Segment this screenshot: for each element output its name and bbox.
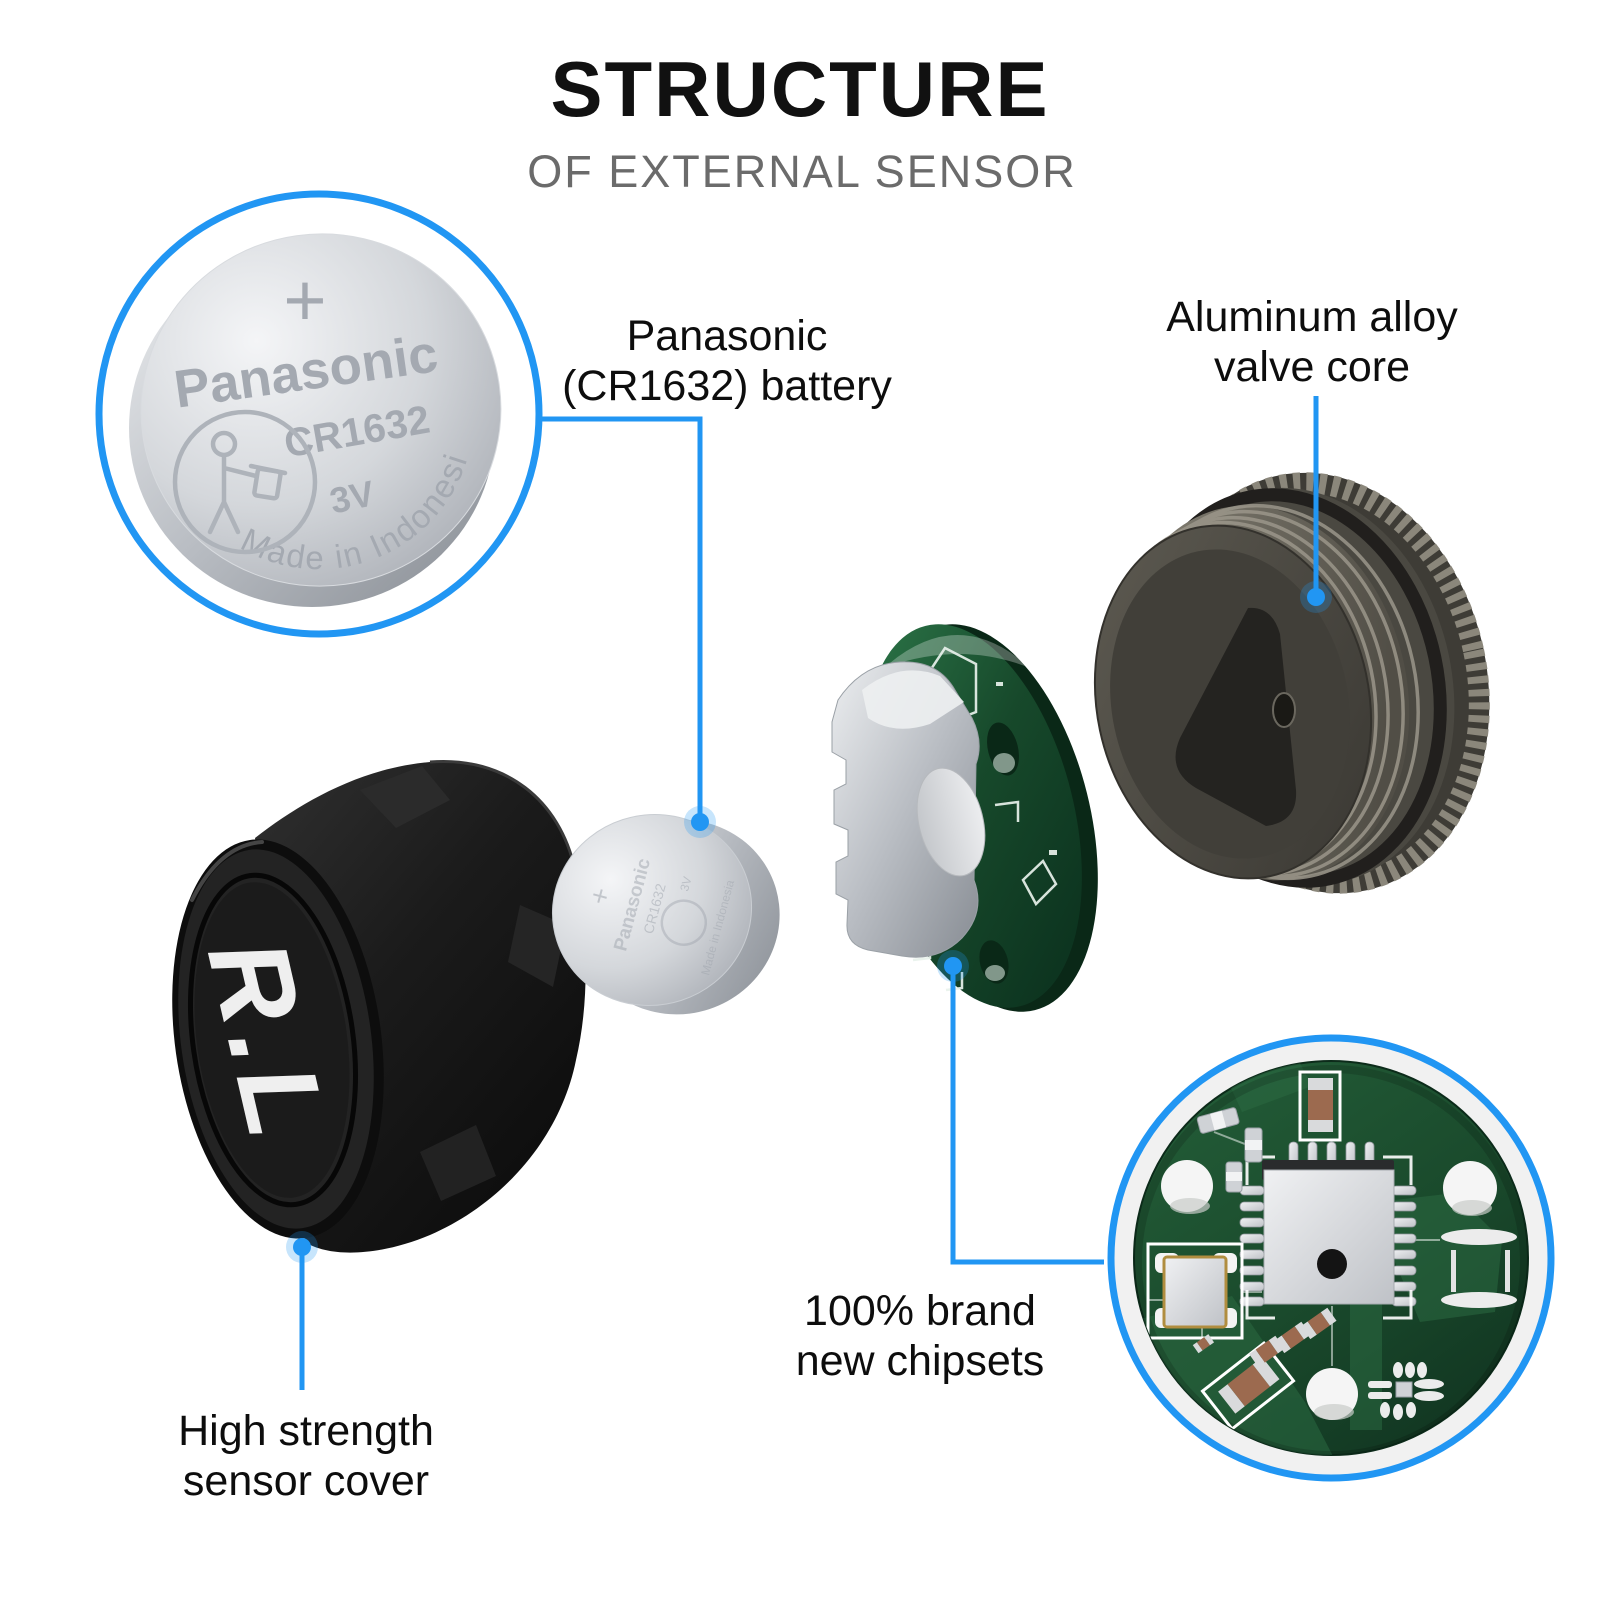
main-chip: [1239, 1141, 1417, 1320]
pcb-exploded: [831, 624, 1098, 1012]
cover-face: [194, 882, 350, 1198]
resistor-bottom-left: [1192, 1307, 1337, 1432]
chip-pins-left: [1239, 1185, 1265, 1307]
leader-dot-valve-core: [1307, 588, 1325, 606]
valve-core: [1093, 472, 1490, 894]
chip-center-dot: [1317, 1249, 1347, 1279]
solder-pads: [1161, 1160, 1497, 1420]
smd-components-top-left: [1196, 1107, 1263, 1193]
inductor-footprint: [1441, 1229, 1517, 1308]
callout-valve-core-line2: valve core: [1214, 343, 1410, 391]
battery-polarity-text: +: [283, 259, 326, 342]
callout-valve-core: Aluminum alloy valve core: [1166, 292, 1458, 392]
callout-sensor-cover-line2: sensor cover: [182, 1457, 430, 1505]
leader-line-chipsets: [950, 966, 1104, 1265]
battery-detail-magnifier: + Panasonic CR1632 3V Made in Indonesia: [0, 0, 543, 638]
leader-lines: [299, 396, 1319, 1390]
coin-battery-large-face: [140, 233, 502, 587]
chip-pins-right: [1391, 1185, 1417, 1307]
valve-core-hole: [1272, 692, 1296, 728]
callout-valve-core-line1: Aluminum alloy: [1166, 293, 1458, 341]
leader-dot-battery: [691, 813, 709, 831]
pressure-sensor-puck: [916, 767, 986, 877]
coin-battery-small: + Panasonic CR1632 3V Made in Indonesia: [551, 814, 780, 1015]
dispose-icon: [172, 409, 318, 555]
valve-core-recess: [1175, 607, 1297, 826]
leader-dot-sensor-cover: [293, 1238, 311, 1256]
battery-voltage-text: 3V: [326, 472, 378, 521]
callout-battery: Panasonic (CR1632) battery: [562, 311, 892, 411]
leader-dots: [286, 581, 1332, 1263]
chipset-detail-magnifier: [1107, 1034, 1555, 1482]
chip-body: [1263, 1169, 1395, 1305]
leader-line-battery: [539, 416, 703, 822]
crystal-oscillator: [1146, 1242, 1244, 1340]
callout-chipsets: 100% brand new chipsets: [796, 1286, 1045, 1386]
leader-dot-chipsets: [944, 957, 962, 975]
callout-battery-line2: (CR1632) battery: [562, 362, 892, 410]
capacitor-top: [1298, 1070, 1342, 1142]
coin-battery-small-face: [551, 814, 753, 1006]
callout-chipsets-line2: new chipsets: [795, 1337, 1045, 1385]
callout-battery-line1: Panasonic: [626, 312, 828, 360]
page-title: STRUCTURE: [550, 45, 1050, 133]
pad-cluster-bottom-right: [1368, 1362, 1444, 1420]
callout-sensor-cover-line1: High strength: [178, 1407, 434, 1455]
callout-chipsets-line1: 100% brand: [804, 1287, 1036, 1335]
battery-clip: [831, 661, 980, 958]
sensor-cover: R.L: [172, 759, 586, 1253]
page-subtitle: OF EXTERNAL SENSOR: [527, 146, 1077, 197]
svg-text:3V: 3V: [677, 875, 694, 893]
svg-text:+: +: [583, 884, 617, 908]
callout-sensor-cover: High strength sensor cover: [178, 1406, 434, 1506]
